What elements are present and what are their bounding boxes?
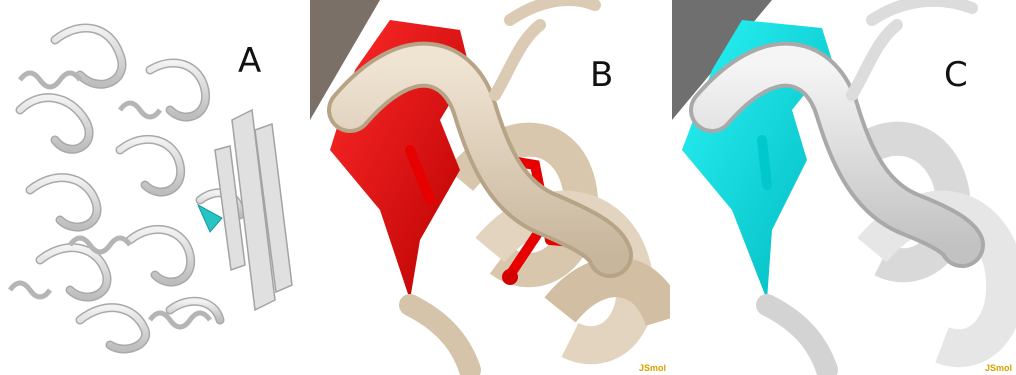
jsmol-watermark-c: JSmol [985,363,1012,373]
highlighted-residue [198,205,222,232]
panel-label-a: A [238,44,261,78]
jsmol-watermark-b: JSmol [639,363,666,373]
panel-a: A [0,0,305,375]
panel-label-b: B [590,58,613,92]
panel-label-c: C [944,58,968,92]
panel-b: B JSmol [310,0,670,375]
panel-c: C JSmol [672,0,1016,375]
residue-closeup-red [310,0,670,375]
